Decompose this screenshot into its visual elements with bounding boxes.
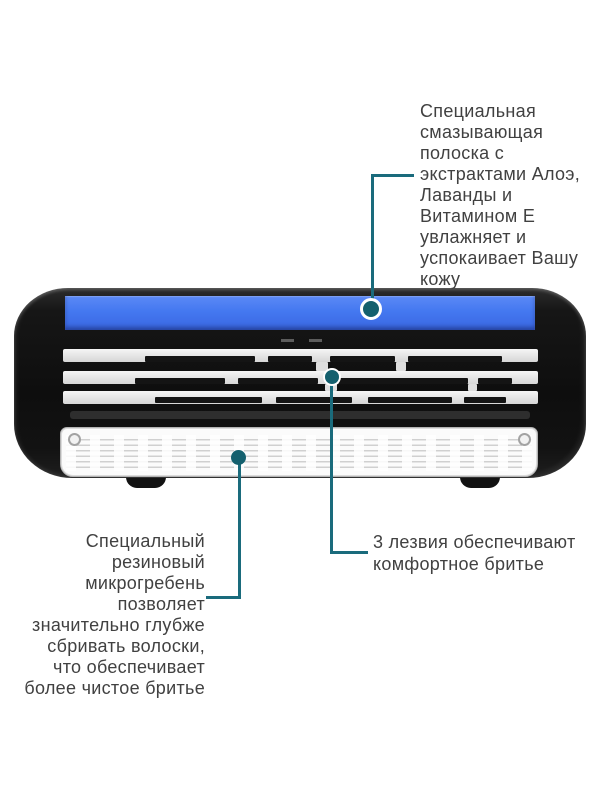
callout-text-lubricating-strip: Специальная смазывающая полоска с экстра… bbox=[420, 101, 581, 289]
blade-segment bbox=[145, 356, 255, 362]
callout-line-lubricating-strip bbox=[371, 174, 414, 177]
blade-notch bbox=[316, 362, 328, 371]
blade-segment bbox=[368, 397, 452, 403]
blade-segment bbox=[408, 356, 502, 362]
callout-line-lubricating-strip bbox=[371, 174, 374, 302]
frame-notch bbox=[281, 339, 294, 342]
microcomb-texture bbox=[66, 435, 532, 471]
callout-line-microcomb bbox=[206, 596, 241, 599]
rivet-left bbox=[68, 433, 81, 446]
frame-notch bbox=[309, 339, 322, 342]
blade-segment bbox=[135, 378, 225, 384]
blade-segment bbox=[276, 397, 352, 403]
blade-segment bbox=[155, 397, 262, 403]
callout-marker-microcomb bbox=[231, 450, 246, 465]
callout-line-blades bbox=[330, 551, 368, 554]
blade-notch bbox=[396, 362, 406, 371]
callout-marker-blades bbox=[323, 368, 341, 386]
blade-segment bbox=[464, 397, 506, 403]
blade-segment bbox=[338, 378, 468, 384]
lubricating-strip bbox=[65, 296, 535, 330]
blade-segment bbox=[268, 356, 312, 362]
callout-line-microcomb bbox=[238, 457, 241, 599]
callout-line-blades bbox=[330, 377, 333, 554]
blade-segment bbox=[238, 378, 318, 384]
blade-notch bbox=[468, 384, 477, 391]
callout-marker-lubricating-strip bbox=[360, 298, 382, 320]
callout-text-microcomb: Специальный резиновый микрогребень позво… bbox=[24, 531, 205, 698]
razor-lower-bar bbox=[70, 411, 530, 419]
blade-segment bbox=[478, 378, 512, 384]
blade-segment bbox=[330, 356, 395, 362]
callout-text-blades: 3 лезвия обеспечивают комфортное бритье bbox=[373, 532, 576, 574]
microcomb-strip bbox=[60, 427, 538, 477]
rivet-right bbox=[518, 433, 531, 446]
